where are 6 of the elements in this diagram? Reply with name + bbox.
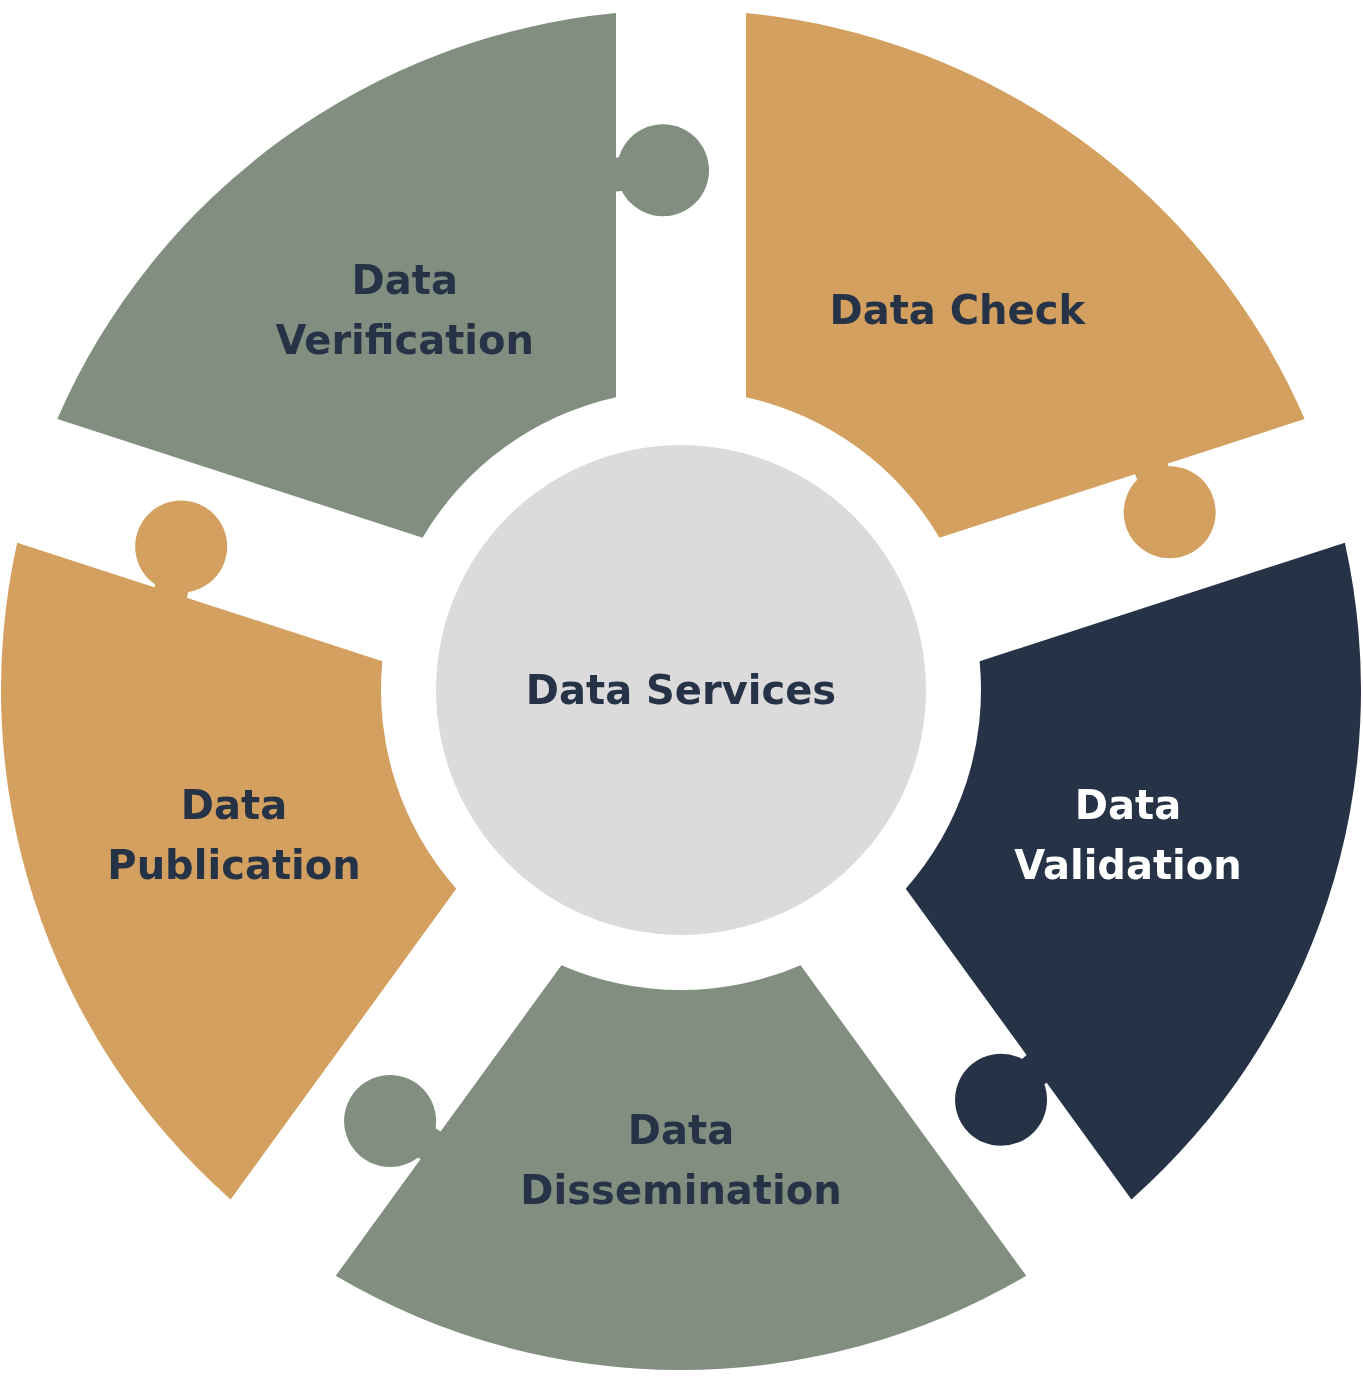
piece-label: Data Validation — [1013, 781, 1243, 891]
piece-label: Data Verification — [274, 255, 535, 365]
center-label: Data Services — [525, 666, 837, 715]
piece-label: Data Publication — [107, 781, 361, 891]
piece-label: Data Check — [829, 285, 1085, 335]
piece-label: Data Dissemination — [519, 1106, 843, 1215]
